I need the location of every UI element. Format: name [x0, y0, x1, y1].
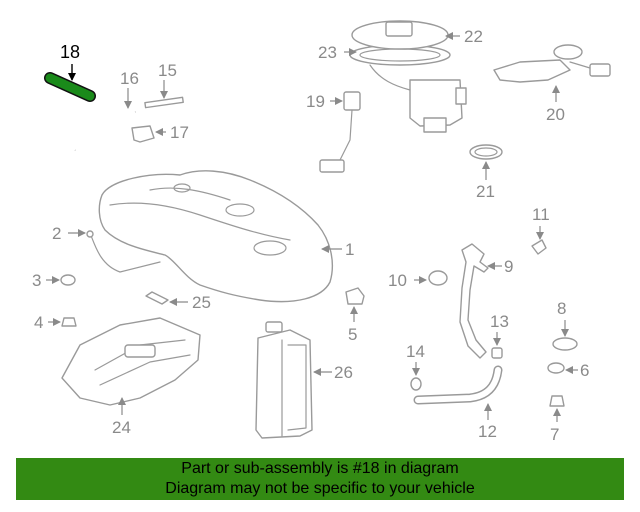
callout-6[interactable]: 6 [580, 361, 589, 380]
fuel-pump-module [369, 64, 467, 133]
part-16-vent-hose [59, 88, 136, 151]
part-3-plug [46, 274, 76, 286]
callout-11[interactable]: 11 [532, 205, 550, 224]
callout-15[interactable]: 15 [158, 61, 177, 80]
part-8-mount [552, 320, 578, 351]
part-1-fuel-tank [98, 170, 342, 303]
callout-1[interactable]: 1 [345, 240, 354, 259]
part-13-cap [491, 332, 503, 359]
part-26-canister [255, 321, 332, 439]
part-25-pad [145, 291, 188, 306]
callout-24[interactable]: 24 [112, 418, 131, 437]
callout-10[interactable]: 10 [388, 271, 407, 290]
callout-20[interactable]: 20 [546, 105, 565, 124]
part-20-level-sensor [493, 44, 611, 102]
callout-2[interactable]: 2 [52, 224, 61, 243]
part-17-clip [131, 125, 166, 143]
callout-17[interactable]: 17 [170, 123, 189, 142]
part-9-filler-neck [459, 243, 502, 359]
callout-4[interactable]: 4 [34, 313, 43, 332]
part-21-seal [469, 144, 503, 180]
info-banner: Part or sub-assembly is #18 in diagram D… [16, 458, 624, 500]
callout-16[interactable]: 16 [120, 69, 139, 88]
part-7-nut [549, 395, 565, 422]
callout-23[interactable]: 23 [318, 43, 337, 62]
callout-8[interactable]: 8 [557, 299, 566, 318]
part-19-sender [319, 91, 361, 173]
part-12-hose [413, 365, 503, 420]
callout-7[interactable]: 7 [550, 425, 559, 444]
callout-9[interactable]: 9 [504, 257, 513, 276]
callout-12[interactable]: 12 [478, 422, 497, 441]
part-4-grommet [48, 317, 77, 327]
callout-26[interactable]: 26 [334, 363, 353, 382]
callout-5[interactable]: 5 [348, 325, 357, 344]
callout-13[interactable]: 13 [490, 312, 509, 331]
part-11-nut [531, 226, 547, 255]
part-10-cap [414, 270, 448, 286]
part-14-clamp [410, 362, 422, 391]
banner-line-2: Diagram may not be specific to your vehi… [165, 480, 475, 497]
part-2-strap [68, 229, 161, 273]
part-6-bushing [547, 362, 578, 374]
part-18-hose[interactable] [44, 64, 96, 102]
part-15-pipe [144, 80, 184, 109]
callout-3[interactable]: 3 [32, 271, 41, 290]
banner-line-1: Part or sub-assembly is #18 in diagram [181, 460, 459, 477]
callout-22[interactable]: 22 [464, 27, 483, 46]
callout-21[interactable]: 21 [476, 182, 495, 201]
callout-18[interactable]: 18 [60, 42, 80, 62]
part-5-clip [345, 287, 365, 322]
callout-25[interactable]: 25 [192, 293, 211, 312]
callout-14[interactable]: 14 [406, 342, 425, 361]
callout-19[interactable]: 19 [306, 92, 325, 111]
parts-diagram: 18 16 15 17 1 2 3 [32, 20, 611, 444]
part-24-shield [61, 317, 201, 415]
part-22-cover [351, 20, 460, 50]
